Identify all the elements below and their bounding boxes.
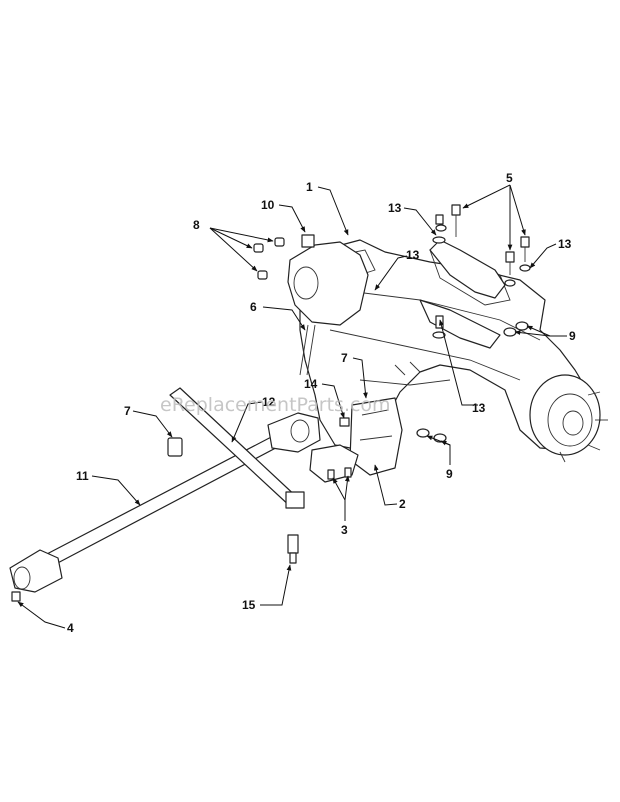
callout-13c: 13 [406,248,420,262]
bolt-set-5 [451,204,531,287]
callout-11: 11 [76,469,89,483]
callout-5: 5 [506,171,513,185]
callout-4: 4 [67,621,74,635]
callout-3: 3 [341,523,348,537]
callout-9b: 9 [446,467,453,481]
callout-8: 8 [193,218,200,232]
callout-10: 10 [261,198,275,212]
watermark: eReplacementParts.com [160,394,391,416]
leader-lines [17,184,567,629]
hydro-pump-unit [287,234,369,326]
pump-shaft [299,324,316,376]
callout-7a: 7 [341,351,348,365]
callout-15: 15 [242,598,256,612]
wheel-hub [529,374,608,463]
callout-13d: 13 [472,401,486,415]
drive-shaft [9,412,321,602]
callout-7b: 7 [124,404,131,418]
cross-member [167,387,305,564]
callout-9a: 9 [569,329,576,343]
callout-labels: 1 2 3 4 5 6 7 7 8 9 9 10 11 12 13 13 13 … [67,171,576,635]
callout-6: 6 [250,300,257,314]
callout-14: 14 [304,377,318,391]
mounting-brackets [419,239,506,349]
mounting-plate [309,397,403,483]
callout-13a: 13 [388,201,402,215]
callout-1: 1 [306,180,313,194]
callout-12: 12 [262,395,276,409]
transaxle-housing [294,239,601,451]
callout-13b: 13 [558,237,572,251]
callout-2: 2 [399,497,406,511]
